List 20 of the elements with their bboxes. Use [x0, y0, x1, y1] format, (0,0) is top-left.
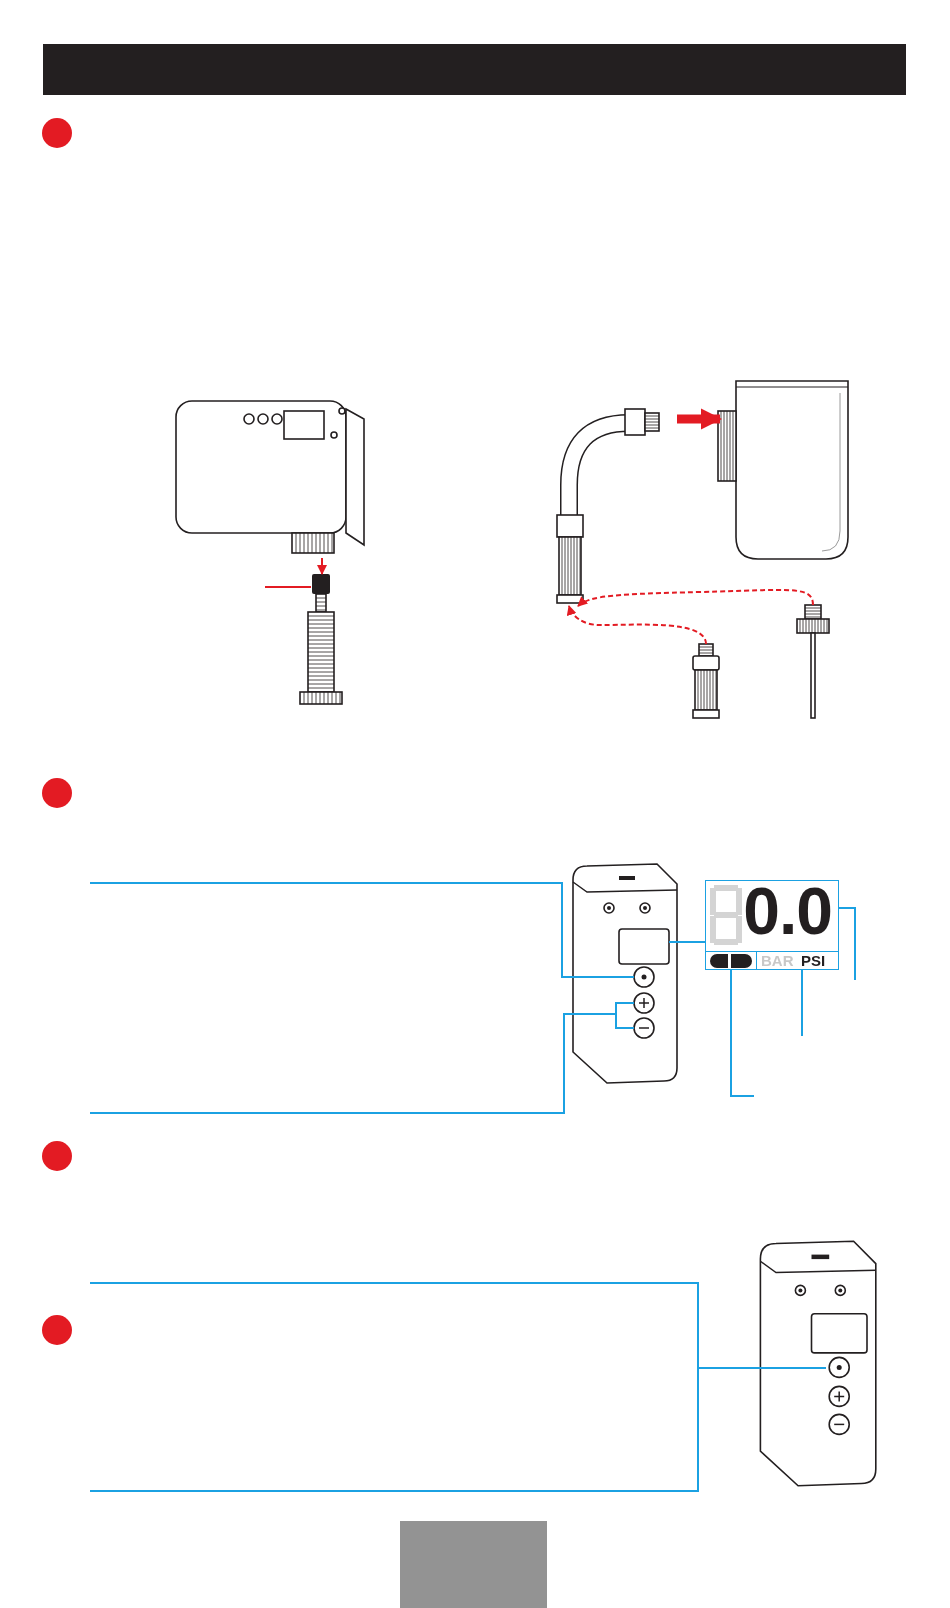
- arrow: [677, 408, 723, 430]
- leader-line: [668, 941, 706, 943]
- pump-drawing: [718, 381, 850, 561]
- leader-line: [730, 969, 755, 1097]
- adapter-drawing: [689, 644, 723, 718]
- dashed-arrow: [577, 588, 814, 607]
- leader-line: [838, 907, 856, 981]
- leader-line: [264, 586, 312, 588]
- leader-line: [89, 882, 635, 978]
- arrow: [317, 557, 327, 575]
- pump-drawing: [569, 862, 679, 1085]
- unit-label: PSI: [801, 952, 826, 969]
- dashed-arrow: [567, 605, 707, 645]
- leader-line: [89, 1282, 827, 1492]
- needle-adapter-drawing: [795, 605, 831, 718]
- leader-line: [89, 1002, 635, 1114]
- pressure-reading: 0.0: [743, 875, 832, 947]
- lcd-display: [705, 880, 839, 970]
- leader-line: [801, 969, 803, 1037]
- valve-drawing: [300, 574, 342, 706]
